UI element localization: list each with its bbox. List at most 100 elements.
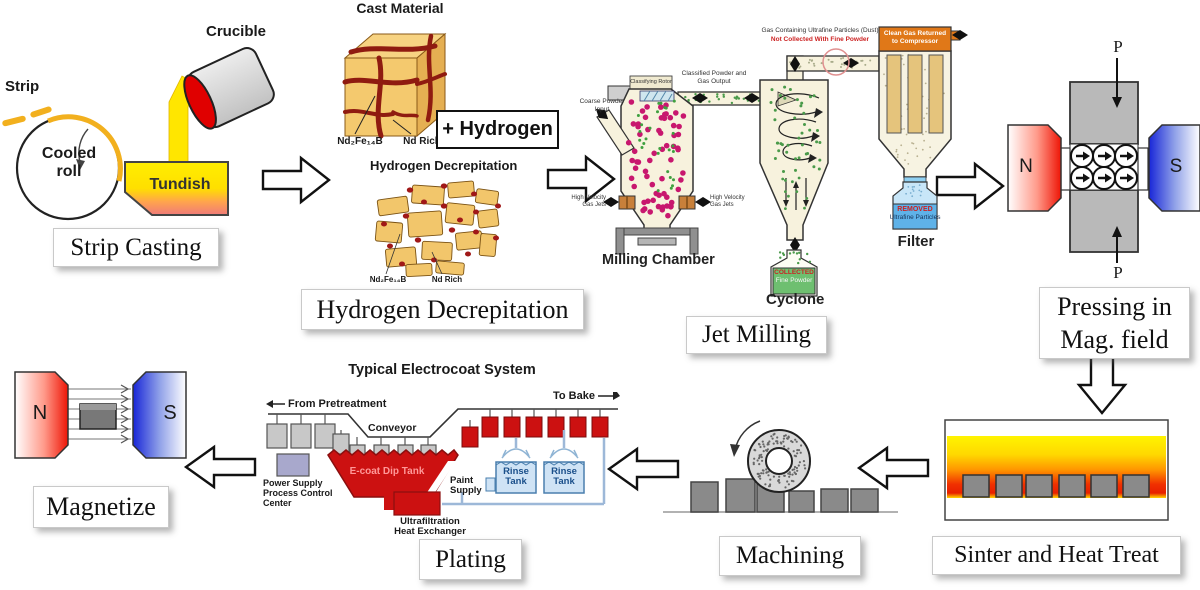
power-supply-label3: Center [263,498,292,508]
to-bake-label: To Bake [553,390,595,402]
strip-label: Strip [5,78,40,95]
arrow-milling-to-pressing-icon [935,161,1005,211]
press-punch-bottom [1069,189,1139,253]
collected-powder-fill [772,267,816,295]
south-pole [132,371,187,459]
rotation-arrow-icon [78,128,89,163]
clean-gas-header [878,26,952,52]
decrepitation-small-title: Hydrogen Decrepitation [370,158,518,173]
paint-supply-pipe [485,477,496,492]
south-pole-label: S [163,402,177,424]
pressure-bottom-label: P [1113,263,1123,282]
nd2fe14b-label: Nd₂Fe₁₄B [337,136,383,147]
rinse-tank1-label: Rinse [503,466,529,477]
heat-exchanger [393,491,441,516]
dust-pipe [786,55,880,72]
classifying-rotor-label: Classifying Rotor [630,79,672,85]
painted-parts [461,416,609,448]
ecoat-tank-label: E-coat Dip Tank [349,466,425,477]
strip-casting-graphic [2,47,275,221]
recirculation-pipes [442,430,606,506]
pressing-graphic [1007,58,1200,263]
coarse-input-label: Coarse Powder [579,98,625,105]
filter-label: Filter [897,233,935,250]
dust-annotation-circle [822,48,850,76]
rotation-arrowhead [76,159,85,170]
south-pole [1148,124,1200,212]
ecoat-dip-tank [327,448,459,498]
north-pole-label: N [1019,156,1033,177]
dust-note-label: Gas Containing Ultrafine Particles (Dust… [761,27,879,34]
step-hydrogen-decrepitation: Hydrogen Decrepitation [301,289,584,330]
spray-arcs [501,448,579,459]
strip-dash [30,106,52,118]
gas-jets-right-label: High Velocity [710,195,745,201]
cast-material-title: Cast Material [356,0,444,16]
step-strip-casting: Strip Casting [53,228,219,267]
north-pole [14,371,69,459]
nd-rich-label: Nd Rich [403,136,441,147]
ultrafine-label: Ultrafine Particles [889,214,941,221]
milling-chamber-label: Milling Chamber [602,252,715,268]
power-supply-label: Power Supply [263,478,323,488]
crucible-label: Crucible [206,23,267,40]
step-pressing: Pressing in Mag. field [1039,287,1190,359]
classifying-rotor [639,90,675,102]
cast-material-cube [342,32,447,139]
nd-rich-fragments [381,183,501,267]
power-supply-box [276,453,310,477]
tundish-label: Tundish [149,176,211,193]
decrepitated-cube [374,180,501,278]
ultrafiltration-label: Ultrafiltration [400,516,460,527]
gas-jets-right-label2: Gas Jets [710,202,734,208]
arrow-pressing-to-sinter-icon [1076,355,1128,415]
power-supply-label2: Process Control [263,488,333,498]
machining-graphic [663,420,898,513]
filter-elements [886,54,944,134]
dust-note-label2: Not Collected With Fine Powder [770,36,870,43]
plus-hydrogen-box: + Hydrogen [436,110,559,149]
pressure-top-label: P [1113,37,1123,56]
clean-gas-label: Clean Gas Returned [883,30,947,37]
nd-rich-label: Nd Rich [431,275,463,284]
step-plating: Plating [419,539,522,580]
aligned-particles [1070,144,1138,190]
arrow-plating-to-magnetize-icon [183,444,257,490]
nd-rich-cracks [342,33,447,139]
strip-on-roll [47,114,123,182]
ultrafiltration-label2: Heat Exchanger [394,526,466,537]
flow-arrows [183,154,1128,492]
chamber-stand [615,227,699,255]
hanger-stubs [276,409,601,445]
south-pole-label: S [1169,156,1183,177]
from-pretreatment-label: From Pretreatment [288,398,387,410]
gas-jets-left-label2: Gas Jets [582,202,606,208]
arrow-sinter-to-machining-icon [856,445,930,491]
gas-jets-left-label: High Velocity [571,195,606,201]
removed-label: REMOVED [897,206,933,213]
rinse-tank1-label2: Tank [505,476,527,487]
collected-label: COLLECTED [774,269,814,276]
crucible-shape [183,47,275,130]
rinse-tank2-label: Rinse [551,466,577,477]
press-punch-top [1069,81,1139,145]
fine-powder-label: Fine Powder [775,277,813,284]
sinter-graphic [944,419,1169,521]
removed-particles-fill [892,203,938,230]
tank-drain [384,490,396,510]
conveyor-label: Conveyor [368,422,417,434]
step-sinter: Sinter and Heat Treat [932,536,1181,575]
strip-dash [2,115,26,127]
plating-graphic [266,392,620,516]
classified-output-label: Classified Powder and [681,70,747,77]
north-pole-label: N [32,402,48,424]
arrow-decrepitation-to-milling-icon [546,154,616,204]
tank-inner-wall [426,461,456,494]
tundish-shape [124,161,229,216]
wheel-bore [765,447,793,475]
classified-output-label2: Gas Output [697,78,731,85]
conveyor-line [268,408,618,438]
step-machining: Machining [719,536,861,576]
